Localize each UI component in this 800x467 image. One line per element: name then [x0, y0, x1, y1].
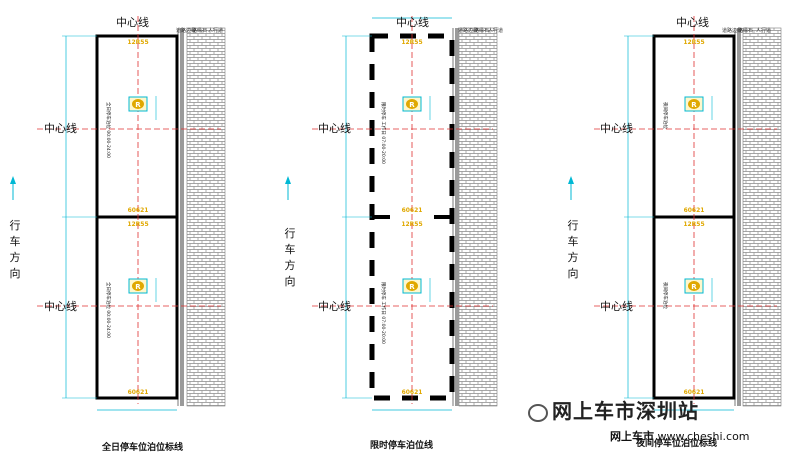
watermark-sub: 网上车市 www.cheshi.com [610, 428, 750, 444]
panel1-direction-char: 行 [9, 219, 21, 232]
panel1-direction-char: 向 [9, 267, 21, 280]
panel3-centerline-top-label: 中心线 [676, 16, 709, 29]
panel2-parking-logo-mark [406, 281, 418, 291]
panel3-kerb-label: 路缘石 [738, 28, 754, 34]
watermark-sub-url: www.cheshi.com [657, 430, 750, 443]
panel1-parking-logo-letter: R [135, 283, 141, 291]
panel2-sidewalk-bricks [458, 27, 498, 407]
panel2-curb-label: 道路边线 [458, 28, 479, 34]
panel2-kerb-label: 路缘石 [474, 28, 490, 34]
panel1-direction-label: 行 车 方 向 [8, 218, 22, 282]
panel1-slot-sign-text: 全日停车泊位 00:00-24:00 [105, 282, 112, 338]
panel1-direction-char: 方 [9, 251, 21, 264]
panel1-centerline-top-label: 中心线 [116, 16, 149, 29]
panel2-parking-logo-letter: R [409, 283, 415, 291]
panel2-centerline-label-1: 中心线 [318, 122, 351, 135]
panel1-direction-arrow-head [10, 176, 16, 184]
panel1-centerline-label-2: 中心线 [44, 300, 77, 313]
panel2-centerline-label-2: 中心线 [318, 300, 351, 313]
panel2-direction-arrow-head [285, 176, 291, 184]
panel3-slot-number: 60621 [684, 389, 705, 396]
panel2-slot-number: 60621 [402, 389, 423, 396]
panel1-direction-char: 车 [9, 235, 21, 248]
panel1-kerb-label: 路缘石 [192, 28, 208, 34]
panel2-direction-char: 车 [284, 243, 296, 256]
panel2-slot-number: 60621 [402, 207, 423, 214]
panel3-curb-strip [737, 28, 741, 406]
panel1-slot-number: 60621 [128, 207, 149, 214]
panel2-slot-sign-text: 限时停车 工作日 07:00-20:00 [380, 102, 387, 164]
panel2-direction-char: 行 [284, 227, 296, 240]
panel2-parking-logo-mark [406, 99, 418, 109]
panel1-centerline-label-1: 中心线 [44, 122, 77, 135]
wechat-icon [528, 404, 548, 422]
panel3-parking-logo-mark [688, 99, 700, 109]
panel3-sidewalk-bricks [742, 27, 782, 407]
panel3-parking-logo-letter: R [691, 283, 697, 291]
panel3-parking-logo-mark [688, 281, 700, 291]
watermark-main: 网上车市深圳站 [552, 399, 699, 423]
panel3-direction-char: 车 [567, 235, 579, 248]
panel2-slot-number: 12R55 [401, 221, 422, 228]
panel3-slot-sign-text: 夜间停车泊位 [662, 282, 669, 309]
panel3-direction-label: 行 车 方 向 [566, 218, 580, 282]
panel3-direction-char: 行 [567, 219, 579, 232]
panel1-slot-number: 60621 [128, 389, 149, 396]
panel3-parking-logo-letter: R [691, 101, 697, 109]
panel3-curb-label: 道路边线 [722, 28, 743, 34]
panel3-slot-sign-text: 夜间停车泊位 [662, 102, 669, 129]
panel3-direction-char: 向 [567, 267, 579, 280]
panel1-sidewalk-bricks [186, 27, 226, 407]
panel2-title: 限时停车泊位线 [370, 441, 434, 451]
watermark-sub-name: 网上车市 [610, 430, 654, 443]
panel1-parking-logo-mark [132, 99, 144, 109]
panel3-slot-number: 60621 [684, 207, 705, 214]
panel1-parking-logo-letter: R [135, 101, 141, 109]
panel2-centerline-top-label: 中心线 [396, 16, 429, 29]
panel1-slot-number: 12R55 [127, 221, 148, 228]
panel3-slot-number: 12R55 [683, 221, 704, 228]
panel3-direction-arrow-head [568, 176, 574, 184]
panel3-title: 夜间停车位泊位标线 [636, 439, 718, 449]
panel3-centerline-label-2: 中心线 [600, 300, 633, 313]
panel2-slot-sign-text: 限时停车 工作日 07:00-20:00 [380, 282, 387, 344]
panel1-parking-logo-mark [132, 281, 144, 291]
panel2-direction-char: 方 [284, 259, 296, 272]
panel1-curb-label: 道路边线 [176, 28, 197, 34]
panel1-curb-strip [180, 28, 184, 406]
panel3-sidewalk-label: 人行道 [756, 28, 772, 34]
panel2-slot-number: 12R55 [401, 39, 422, 46]
panel1-title: 全日停车位泊位标线 [102, 443, 184, 453]
panel2-parking-logo-letter: R [409, 101, 415, 109]
panel2-direction-char: 向 [284, 275, 296, 288]
panel3-direction-char: 方 [567, 251, 579, 264]
panel1-sidewalk-label: 人行道 [208, 28, 224, 34]
panel3-slot-number: 12R55 [683, 39, 704, 46]
panel2-curb-strip [455, 28, 459, 406]
panel1-slot-sign-text: 全日停车泊位 00:00-24:00 [105, 102, 112, 158]
panel3-centerline-label-1: 中心线 [600, 122, 633, 135]
panel2-direction-label: 行 车 方 向 [283, 226, 297, 290]
panel2-sidewalk-label: 人行道 [488, 28, 504, 34]
panel1-slot-number: 12R55 [127, 39, 148, 46]
